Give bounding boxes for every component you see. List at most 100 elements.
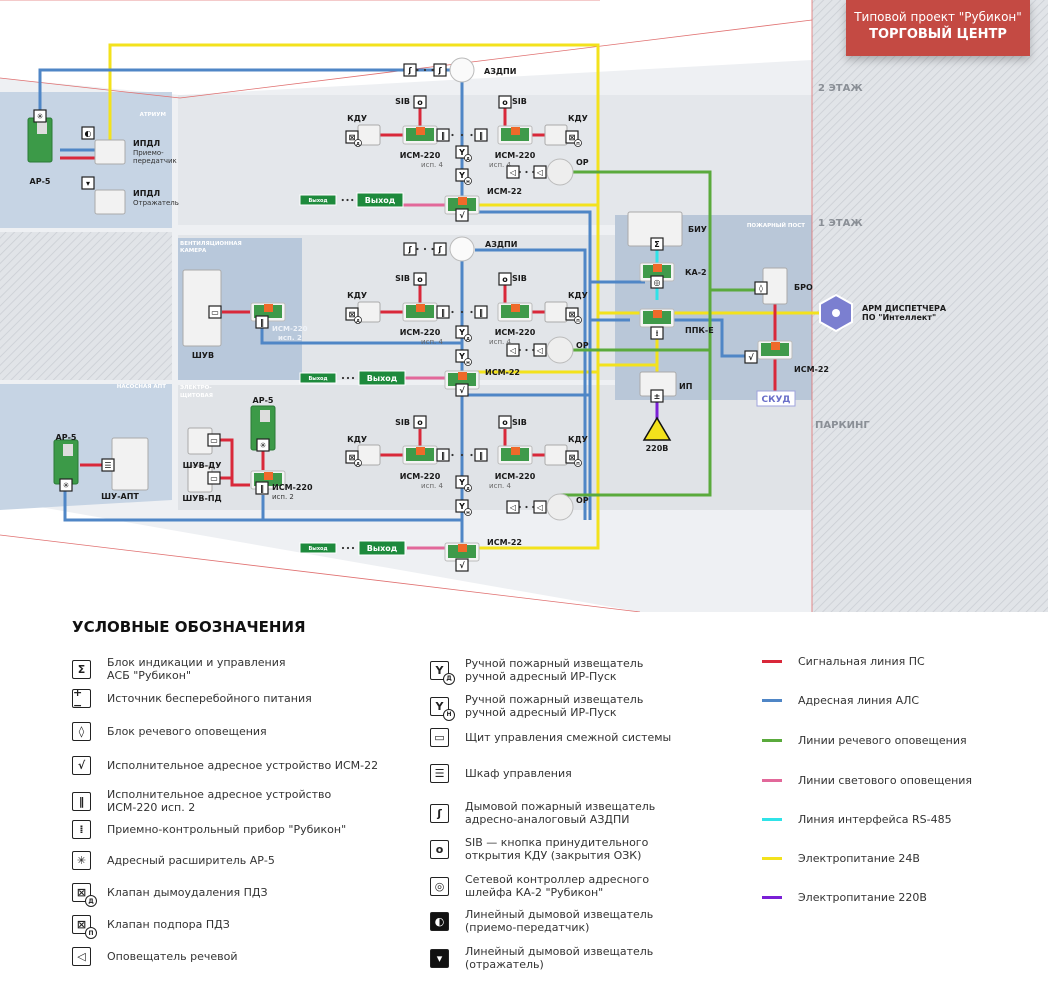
legend-line-item: Электропитание 220В (762, 891, 927, 904)
kdu-label: КДУ (568, 291, 588, 300)
speaker-icon: ◁ (506, 500, 520, 514)
kdu-label: КДУ (347, 435, 367, 444)
sib-label: SIB (512, 274, 527, 283)
legend-text: Адресная линия АЛС (798, 694, 920, 707)
ism-220-device (402, 125, 438, 145)
legend-text: Электропитание 220В (798, 891, 927, 904)
isp4-label: исп. 4 (489, 338, 511, 346)
isp4-label: исп. 4 (421, 338, 443, 346)
shuv-du-label: ШУВ-ДУ (183, 461, 222, 470)
legend-item: ʃ Дымовой пожарный извещатель адресно-ана… (430, 800, 655, 826)
legend-item: ⁞Приемно-контрольный прибор "Рубикон" (72, 820, 346, 839)
ar-5-icon: ✳ (256, 438, 270, 452)
legend-item: ‖Исполнительное адресное устройство ИСМ-… (72, 788, 331, 814)
kdu-valve (544, 301, 568, 323)
signal-line (218, 438, 250, 487)
biu-label: БИУ (688, 225, 707, 234)
line-swatch (762, 739, 782, 742)
ellipsis-dot (341, 198, 344, 202)
exit-sign-small: Выход (299, 372, 337, 384)
valve-smoke-removal-icon: ⊠Д (345, 307, 362, 324)
svg-text:◎: ◎ (654, 278, 661, 287)
line-swatch (762, 660, 782, 663)
isp2-label: исп. 2 (278, 334, 302, 342)
line-swatch (762, 779, 782, 782)
svg-text:‖: ‖ (441, 308, 445, 317)
svg-text:‖: ‖ (441, 451, 445, 460)
svg-text:o: o (502, 275, 508, 284)
dotted-cross-icon: ⁞ (72, 820, 91, 839)
legend-item: ▾Линейный дымовой извещатель (отражатель… (430, 945, 653, 971)
legend-text: Щит управления смежной системы (465, 731, 672, 744)
manual-call-point-icon: YД (455, 475, 472, 492)
legend-line-item: Линии речевого оповещения (762, 734, 967, 747)
legend-text: Ручной пожарный извещатель ручной адресн… (465, 693, 644, 719)
svg-text:▭: ▭ (211, 308, 219, 317)
legend-text: Источник бесперебойного питания (107, 692, 312, 705)
or-label: ОР (576, 341, 589, 350)
ism220-label: ИСМ-220 (400, 151, 441, 160)
ism-220-device (497, 302, 533, 322)
svg-text:Y: Y (458, 328, 465, 337)
smoke-detector-icon: ʃ (403, 242, 417, 256)
legend-text: Блок индикации и управления АСБ "Рубикон… (107, 656, 286, 682)
parking-label: ПАРКИНГ (815, 420, 870, 431)
or-label: ОР (576, 158, 589, 167)
ellipsis-dot (451, 453, 454, 457)
ellipsis-dot (525, 505, 528, 509)
ellipsis-dot (470, 133, 473, 137)
legend-text: Линия интерфейса RS-485 (798, 813, 952, 826)
address-line (63, 490, 462, 522)
legend-text: Дымовой пожарный извещатель адресно-анал… (465, 800, 656, 826)
sib-button-icon: o (498, 95, 512, 109)
svg-text:√: √ (459, 386, 465, 395)
legend-line-item: Адресная линия АЛС (762, 694, 919, 707)
isp4-label: исп. 4 (489, 482, 511, 490)
ipdl-label: ИПДЛ (133, 189, 160, 198)
ellipsis-dot (346, 198, 349, 202)
ellipsis-dot (451, 133, 454, 137)
address-line (475, 248, 587, 520)
svg-text:Выход: Выход (367, 374, 398, 383)
project-title-banner: Типовой проект "Рубикон" ТОРГОВЫЙ ЦЕНТР (846, 0, 1030, 56)
sib-label: SIB (512, 97, 527, 106)
ellipsis-dot (532, 505, 535, 509)
svg-text:⊠: ⊠ (349, 310, 356, 319)
svg-text:‖: ‖ (479, 451, 483, 460)
smoke-detector-icon: ʃ (430, 803, 449, 823)
svg-text:Выход: Выход (308, 546, 327, 552)
speaker-icon: ◁ (533, 343, 547, 357)
legend-item: ◊Блок речевого оповещения (72, 722, 267, 741)
ar-5-icon: ✳ (33, 109, 47, 123)
svg-text:Y: Y (458, 171, 465, 180)
valve-pressure-icon: ⊠П (565, 450, 582, 467)
ip-icon: ± (650, 389, 664, 403)
sigma-icon: Σ (72, 659, 91, 679)
ism220-icon: ‖ (255, 315, 269, 329)
bro-label: БРО (794, 283, 813, 292)
panel-icon: ▭ (430, 728, 449, 747)
ellipsis-dot (470, 453, 473, 457)
svg-text:ʃ: ʃ (407, 245, 412, 254)
sib-button-icon: o (413, 415, 427, 429)
kdu-label: КДУ (347, 114, 367, 123)
ism22-label: ИСМ-22 (794, 365, 829, 374)
svg-text:±: ± (654, 392, 661, 401)
svg-text:◁: ◁ (509, 503, 516, 512)
svg-text:o: o (417, 275, 423, 284)
ism220-icon: ‖ (436, 128, 450, 142)
sib-button-icon: o (430, 839, 449, 859)
speaker-icon: ◁ (533, 500, 547, 514)
svg-text:П: П (576, 141, 579, 146)
ism22-label: ИСМ-22 (485, 368, 520, 377)
svg-text:✳: ✳ (260, 441, 267, 450)
svg-text:⊠: ⊠ (569, 453, 576, 462)
legend-text: Оповещатель речевой (107, 950, 238, 963)
exit-sign: Выход (358, 370, 406, 386)
manual-call-point-icon: YД (455, 325, 472, 342)
ism220-icon: ‖ (436, 305, 450, 319)
svg-text:o: o (502, 98, 508, 107)
